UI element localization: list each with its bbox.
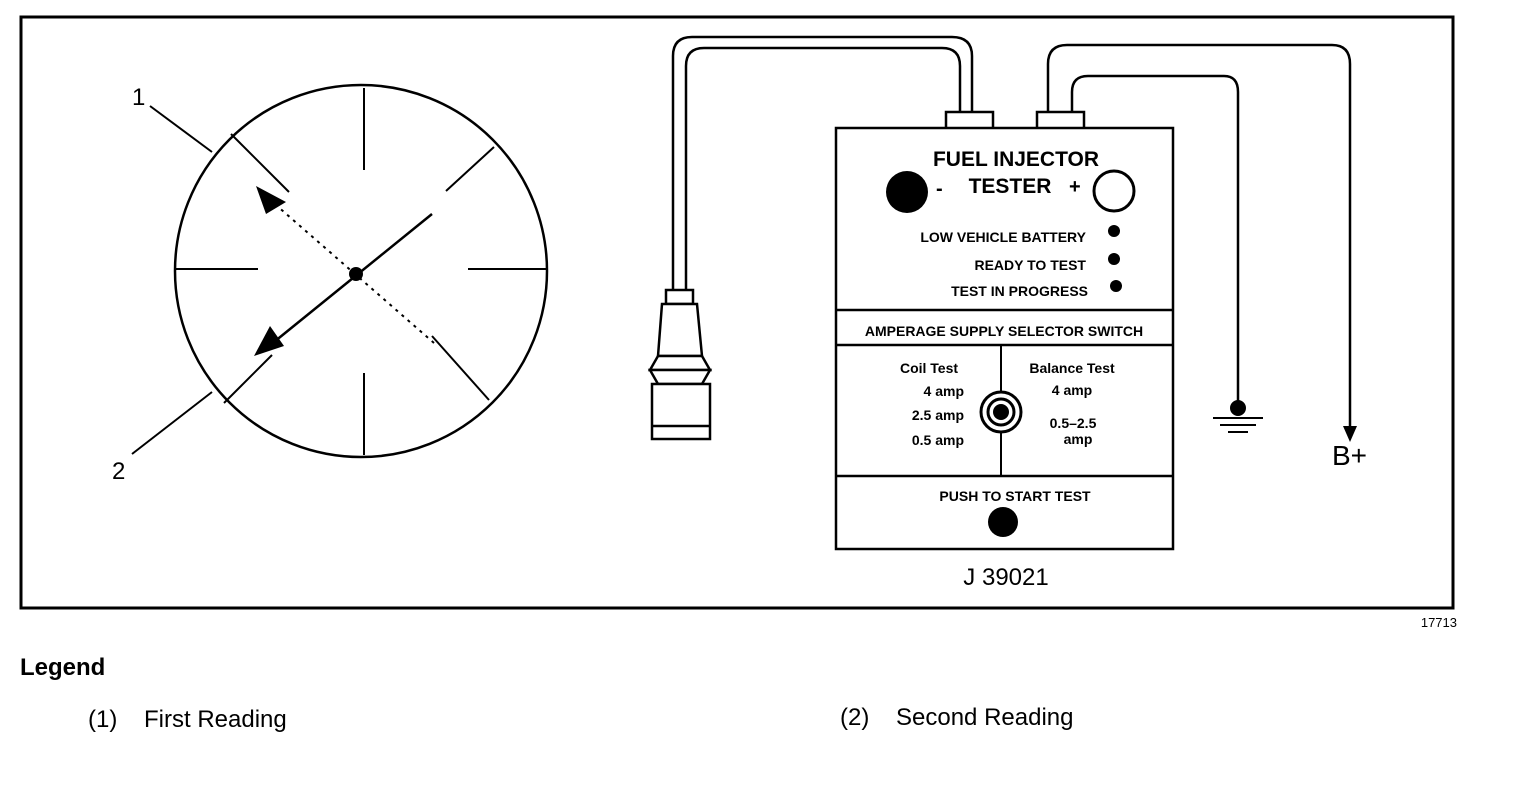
selector-switch-title: AMPERAGE SUPPLY SELECTOR SWITCH: [865, 323, 1143, 339]
indicator-label-low-battery: LOW VEHICLE BATTERY: [920, 229, 1086, 245]
selector-knob-center: [993, 404, 1009, 420]
legend-item-label: Second Reading: [896, 704, 1074, 731]
first-reading-arrowhead: [256, 186, 286, 214]
negative-terminal[interactable]: [886, 171, 928, 213]
tester-model-number: J 39021: [963, 564, 1048, 591]
balance-test-option-4amp: 4 amp: [1052, 382, 1092, 398]
gauge-tick-marks: [176, 88, 547, 455]
second-reading-arrowhead: [254, 326, 284, 356]
battery-lead-arrowhead: [1343, 426, 1357, 442]
tester-title-line2: TESTER: [969, 175, 1052, 198]
balance-test-heading: Balance Test: [1029, 360, 1115, 376]
ground-lead: [1070, 74, 1240, 406]
positive-terminal[interactable]: [1092, 169, 1136, 213]
legend-item-label: First Reading: [144, 706, 287, 733]
battery-label: B+: [1332, 440, 1367, 471]
figure-border: [19, 15, 1455, 610]
indicator-led-low-battery: [1108, 225, 1120, 237]
balance-test-option-range: 0.5–2.5: [1050, 415, 1097, 431]
legend-item-number: (2): [840, 704, 870, 731]
indicator-led-in-progress: [1110, 280, 1122, 292]
legend-item-second-reading: (2) Second Reading: [840, 704, 1073, 732]
tester-title-line1: FUEL INJECTOR: [933, 148, 1099, 171]
callout-1-leader: [149, 105, 213, 153]
indicator-label-ready: READY TO TEST: [974, 257, 1086, 273]
callout-2: 2: [112, 458, 125, 485]
push-to-start-button[interactable]: [988, 507, 1018, 537]
fuel-injector-tester: FUEL INJECTOR TESTER - + LOW VEHICLE BAT…: [834, 110, 1175, 551]
coil-test-heading: Coil Test: [900, 360, 958, 376]
ground-symbol: [1213, 400, 1263, 433]
positive-sign: +: [1069, 176, 1081, 198]
injector-connector: [647, 288, 713, 441]
gauge-dial: [173, 83, 549, 459]
diagram: 1 2 B+ FUEL INJECTOR TEST: [19, 15, 1457, 630]
negative-sign: -: [936, 178, 943, 200]
needle-pivot: [349, 267, 363, 281]
push-to-start-label: PUSH TO START TEST: [939, 488, 1091, 504]
legend-item-first-reading: (1) First Reading: [88, 706, 287, 734]
coil-test-option-4amp: 4 amp: [924, 383, 964, 399]
indicator-label-in-progress: TEST IN PROGRESS: [951, 283, 1088, 299]
battery-lead: [1046, 43, 1352, 432]
legend-item-number: (1): [88, 706, 118, 733]
gauge: 1 2: [112, 83, 549, 485]
coil-test-option-2-5amp: 2.5 amp: [912, 407, 964, 423]
injector-cable: [671, 35, 974, 292]
figure-number: 17713: [1421, 615, 1457, 630]
callout-1: 1: [132, 84, 145, 111]
callout-2-leader: [131, 391, 213, 455]
indicator-led-ready: [1108, 253, 1120, 265]
balance-test-option-range-unit: amp: [1064, 431, 1093, 447]
legend-heading: Legend: [20, 654, 106, 681]
coil-test-option-0-5amp: 0.5 amp: [912, 432, 964, 448]
